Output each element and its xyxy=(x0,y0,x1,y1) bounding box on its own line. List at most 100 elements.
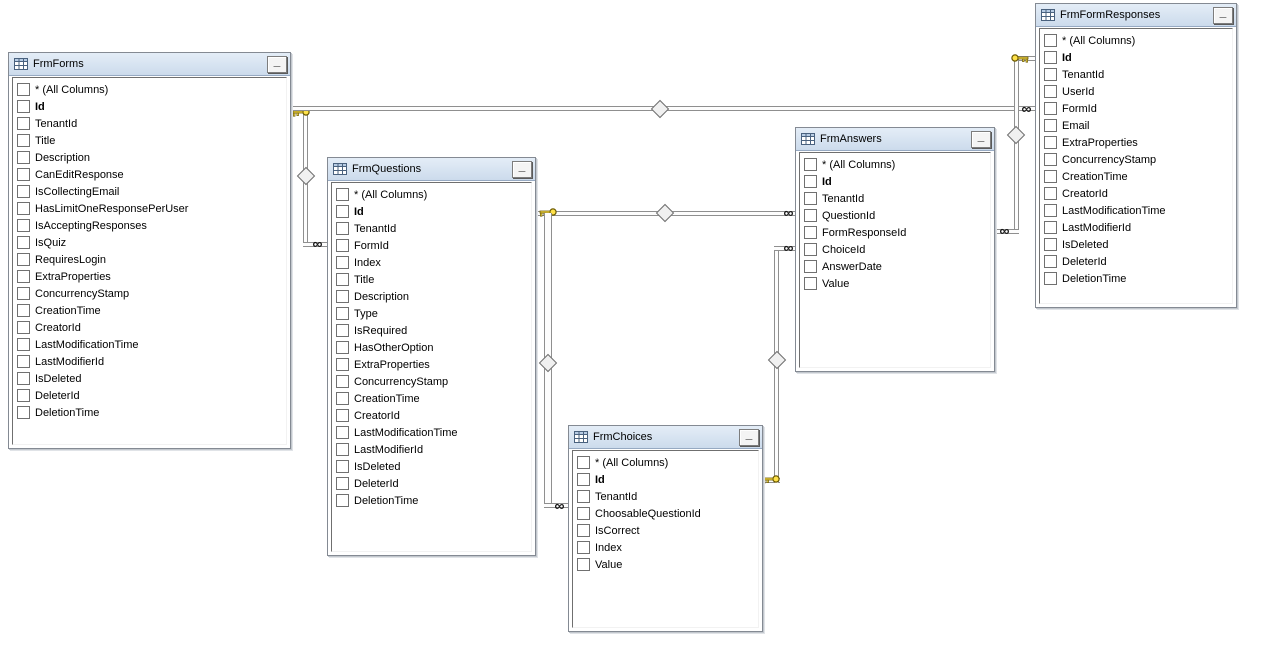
relationship-frmformresponses-frmanswers-segment[interactable] xyxy=(1014,58,1019,232)
column-row[interactable]: CreationTime xyxy=(335,390,531,407)
column-row[interactable]: LastModificationTime xyxy=(1043,202,1232,219)
column-row[interactable]: QuestionId xyxy=(803,207,990,224)
column-checkbox[interactable] xyxy=(336,188,349,201)
column-row[interactable]: CreatorId xyxy=(16,319,286,336)
column-row[interactable]: * (All Columns) xyxy=(335,186,531,203)
column-checkbox[interactable] xyxy=(577,473,590,486)
column-row[interactable]: Title xyxy=(335,271,531,288)
column-row[interactable]: IsDeleted xyxy=(16,370,286,387)
column-row[interactable]: Email xyxy=(1043,117,1232,134)
column-row[interactable]: DeleterId xyxy=(16,387,286,404)
table-header[interactable]: FrmFormResponses_ xyxy=(1036,4,1236,27)
column-row[interactable]: Id xyxy=(16,98,286,115)
column-checkbox[interactable] xyxy=(17,151,30,164)
column-row[interactable]: Description xyxy=(16,149,286,166)
column-row[interactable]: LastModifierId xyxy=(335,441,531,458)
column-row[interactable]: Index xyxy=(335,254,531,271)
column-row[interactable]: DeleterId xyxy=(1043,253,1232,270)
column-checkbox[interactable] xyxy=(577,490,590,503)
column-row[interactable]: * (All Columns) xyxy=(803,156,990,173)
column-row[interactable]: Value xyxy=(803,275,990,292)
relationship-frmquestions-frmchoices-segment[interactable] xyxy=(544,503,570,508)
column-checkbox[interactable] xyxy=(804,192,817,205)
column-checkbox[interactable] xyxy=(1044,153,1057,166)
column-checkbox[interactable] xyxy=(804,226,817,239)
column-checkbox[interactable] xyxy=(17,389,30,402)
table-header[interactable]: FrmAnswers_ xyxy=(796,128,994,151)
column-checkbox[interactable] xyxy=(336,426,349,439)
column-checkbox[interactable] xyxy=(1044,119,1057,132)
column-checkbox[interactable] xyxy=(1044,85,1057,98)
column-checkbox[interactable] xyxy=(336,460,349,473)
column-checkbox[interactable] xyxy=(1044,204,1057,217)
column-row[interactable]: LastModifierId xyxy=(1043,219,1232,236)
column-row[interactable]: DeletionTime xyxy=(16,404,286,421)
column-checkbox[interactable] xyxy=(804,158,817,171)
column-checkbox[interactable] xyxy=(577,524,590,537)
column-row[interactable]: * (All Columns) xyxy=(16,81,286,98)
minimize-button[interactable]: _ xyxy=(971,130,991,148)
column-row[interactable]: IsQuiz xyxy=(16,234,286,251)
column-row[interactable]: DeletionTime xyxy=(1043,270,1232,287)
column-checkbox[interactable] xyxy=(804,243,817,256)
column-row[interactable]: ConcurrencyStamp xyxy=(1043,151,1232,168)
column-row[interactable]: Id xyxy=(1043,49,1232,66)
column-checkbox[interactable] xyxy=(17,355,30,368)
table-header[interactable]: FrmForms_ xyxy=(9,53,290,76)
column-checkbox[interactable] xyxy=(1044,221,1057,234)
column-checkbox[interactable] xyxy=(336,409,349,422)
column-checkbox[interactable] xyxy=(336,443,349,456)
column-row[interactable]: IsAcceptingResponses xyxy=(16,217,286,234)
column-checkbox[interactable] xyxy=(17,117,30,130)
column-row[interactable]: HasOtherOption xyxy=(335,339,531,356)
column-row[interactable]: IsDeleted xyxy=(335,458,531,475)
column-checkbox[interactable] xyxy=(17,100,30,113)
column-row[interactable]: CanEditResponse xyxy=(16,166,286,183)
column-row[interactable]: ConcurrencyStamp xyxy=(16,285,286,302)
column-checkbox[interactable] xyxy=(1044,238,1057,251)
column-row[interactable]: LastModifierId xyxy=(16,353,286,370)
column-row[interactable]: Type xyxy=(335,305,531,322)
column-checkbox[interactable] xyxy=(804,175,817,188)
column-row[interactable]: CreationTime xyxy=(1043,168,1232,185)
column-checkbox[interactable] xyxy=(577,558,590,571)
column-row[interactable]: ChoosableQuestionId xyxy=(576,505,758,522)
column-row[interactable]: TenantId xyxy=(16,115,286,132)
column-checkbox[interactable] xyxy=(1044,102,1057,115)
column-row[interactable]: LastModificationTime xyxy=(335,424,531,441)
column-row[interactable]: Description xyxy=(335,288,531,305)
column-row[interactable]: ConcurrencyStamp xyxy=(335,373,531,390)
column-checkbox[interactable] xyxy=(1044,34,1057,47)
column-checkbox[interactable] xyxy=(17,202,30,215)
column-checkbox[interactable] xyxy=(804,277,817,290)
join-diamond-icon[interactable] xyxy=(296,166,316,186)
table-header[interactable]: FrmChoices_ xyxy=(569,426,762,449)
relationship-frmforms-frmquestions-segment[interactable] xyxy=(303,242,328,247)
column-checkbox[interactable] xyxy=(17,168,30,181)
column-checkbox[interactable] xyxy=(577,541,590,554)
column-checkbox[interactable] xyxy=(1044,51,1057,64)
column-row[interactable]: ExtraProperties xyxy=(16,268,286,285)
column-checkbox[interactable] xyxy=(1044,255,1057,268)
minimize-button[interactable]: _ xyxy=(512,160,532,178)
column-row[interactable]: ChoiceId xyxy=(803,241,990,258)
column-checkbox[interactable] xyxy=(1044,68,1057,81)
column-row[interactable]: ExtraProperties xyxy=(335,356,531,373)
column-row[interactable]: IsDeleted xyxy=(1043,236,1232,253)
column-row[interactable]: * (All Columns) xyxy=(576,454,758,471)
column-row[interactable]: TenantId xyxy=(335,220,531,237)
column-row[interactable]: Id xyxy=(803,173,990,190)
column-checkbox[interactable] xyxy=(17,134,30,147)
column-checkbox[interactable] xyxy=(336,341,349,354)
column-row[interactable]: * (All Columns) xyxy=(1043,32,1232,49)
column-row[interactable]: Index xyxy=(576,539,758,556)
join-diamond-icon[interactable] xyxy=(650,99,670,119)
column-row[interactable]: FormId xyxy=(335,237,531,254)
column-checkbox[interactable] xyxy=(1044,170,1057,183)
column-row[interactable]: TenantId xyxy=(576,488,758,505)
column-checkbox[interactable] xyxy=(577,507,590,520)
column-row[interactable]: Id xyxy=(576,471,758,488)
column-checkbox[interactable] xyxy=(336,205,349,218)
column-checkbox[interactable] xyxy=(17,287,30,300)
column-checkbox[interactable] xyxy=(336,324,349,337)
